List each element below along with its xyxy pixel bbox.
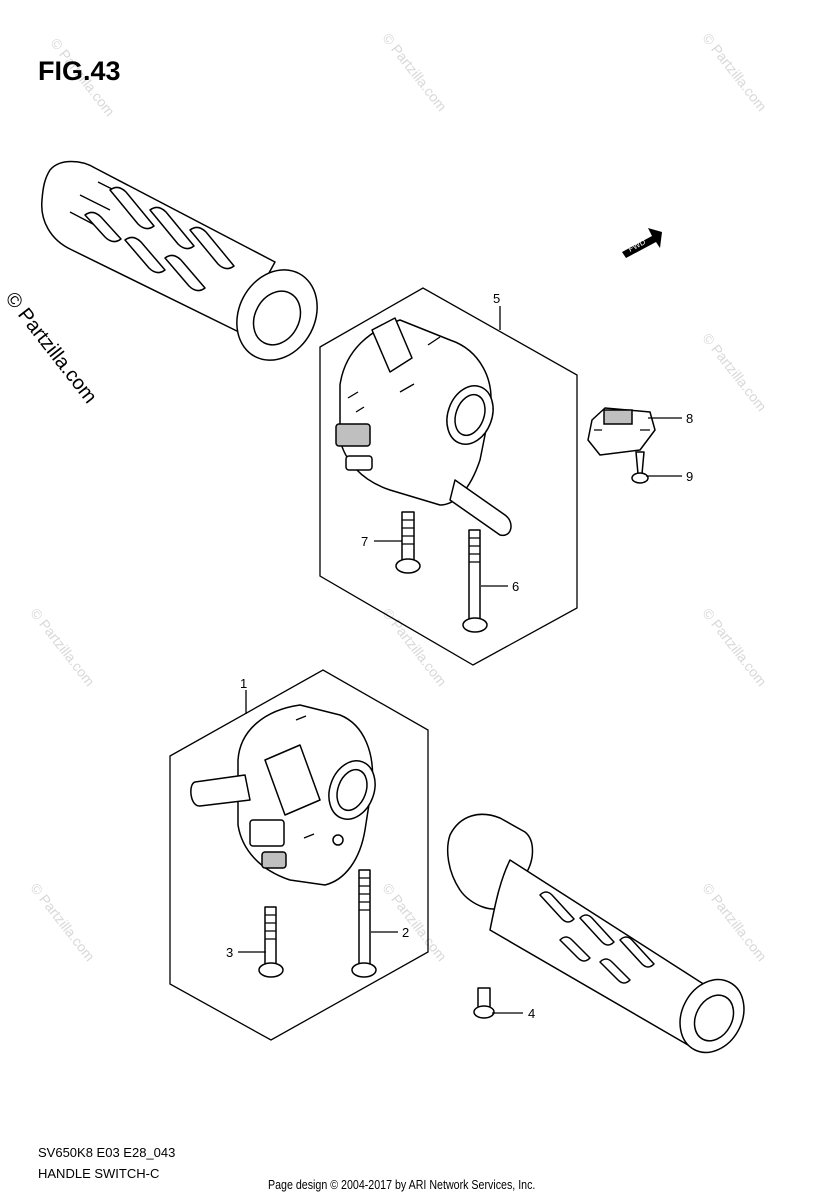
left-switch-housing	[190, 704, 376, 886]
screw-3	[258, 906, 284, 978]
callout-4: 4	[528, 1006, 535, 1021]
page-footer: Page design © 2004-2017 by ARI Network S…	[268, 1177, 536, 1192]
callout-1: 1	[240, 676, 247, 691]
callout-6: 6	[512, 579, 519, 594]
switch-part-8	[587, 407, 656, 456]
callout-8: 8	[686, 411, 693, 426]
right-switch-assembly-frame	[319, 287, 578, 666]
callout-2: 2	[402, 925, 409, 940]
right-grip	[447, 813, 745, 1054]
callout-7: 7	[361, 534, 368, 549]
callout-5: 5	[493, 291, 500, 306]
figure-code: SV650K8 E03 E28_043	[38, 1145, 176, 1160]
screw-2	[351, 869, 377, 978]
callout-9: 9	[686, 469, 693, 484]
callout-3: 3	[226, 945, 233, 960]
fwd-arrow-icon: FWD	[622, 228, 662, 258]
screw-7	[395, 511, 421, 574]
figure-name: HANDLE SWITCH-C	[38, 1166, 160, 1181]
figure-title: FIG.43	[38, 56, 121, 86]
right-switch-housing	[335, 317, 512, 537]
left-grip	[41, 160, 318, 361]
screw-9	[631, 451, 649, 484]
screw-4	[473, 987, 495, 1019]
left-switch-assembly-frame	[169, 669, 429, 1041]
screw-6	[462, 529, 488, 633]
